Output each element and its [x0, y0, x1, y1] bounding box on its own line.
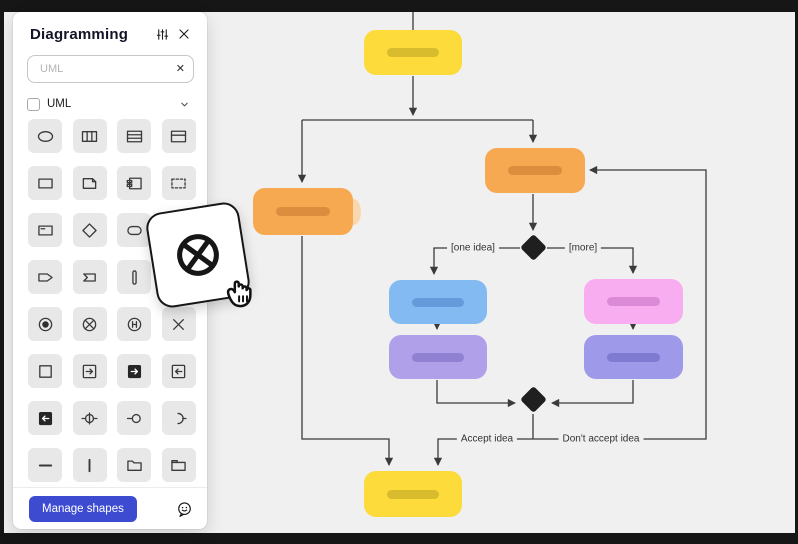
- node-text-bar: [606, 297, 661, 306]
- flow-final-icon: [177, 234, 219, 276]
- edge-label-one-idea[interactable]: [one idea]: [447, 241, 499, 255]
- shape-horizontal-partition-icon[interactable]: [117, 119, 151, 153]
- shape-vertical-partition-icon[interactable]: [72, 119, 107, 153]
- shape-final-node-icon[interactable]: [28, 307, 62, 341]
- shape-ellipse-icon[interactable]: [28, 119, 62, 153]
- node-text-bar: [276, 207, 330, 216]
- category-row: UML: [27, 96, 195, 112]
- shape-interface-ball-icon[interactable]: [117, 401, 151, 435]
- shape-component-icon[interactable]: [117, 166, 151, 200]
- shape-object-icon[interactable]: [28, 213, 62, 247]
- shape-close-x-icon[interactable]: [161, 307, 196, 341]
- shape-horizontal-line-icon[interactable]: [28, 448, 62, 482]
- shape-send-signal-icon[interactable]: [28, 260, 62, 294]
- panel-title: Diagramming: [30, 25, 129, 43]
- shape-receive-signal-icon[interactable]: [72, 260, 107, 294]
- shape-arrow-right-icon[interactable]: [72, 354, 107, 388]
- shape-titled-frame-icon[interactable]: [161, 119, 196, 153]
- edge-label-more[interactable]: [more]: [564, 241, 602, 255]
- node-text-bar: [386, 48, 440, 57]
- node-text-bar: [386, 489, 440, 499]
- close-icon[interactable]: [173, 23, 195, 45]
- shape-flow-final-icon[interactable]: [72, 307, 107, 341]
- search-input[interactable]: [27, 55, 194, 83]
- shape-interface-line-icon[interactable]: [72, 401, 107, 435]
- shape-diamond-icon[interactable]: [72, 213, 107, 247]
- shape-arrow-left-icon[interactable]: [161, 354, 196, 388]
- uml-checkbox[interactable]: [27, 97, 40, 111]
- node-text-bar: [508, 166, 562, 175]
- shape-folder-icon[interactable]: [117, 448, 151, 482]
- grab-cursor-icon: [226, 280, 252, 308]
- node-action-pink[interactable]: [584, 279, 683, 324]
- node-start-action[interactable]: [364, 30, 462, 75]
- shape-square-icon[interactable]: [28, 354, 62, 388]
- panel-divider: [13, 487, 207, 488]
- feedback-smiley-icon[interactable]: [173, 498, 195, 520]
- shape-interface-socket-icon[interactable]: [161, 401, 196, 435]
- panel-footer: Manage shapes: [29, 496, 195, 522]
- node-end-action[interactable]: [364, 471, 462, 517]
- shape-note-icon[interactable]: [72, 166, 107, 200]
- node-action-right-orange[interactable]: [485, 148, 585, 193]
- shape-arrow-left-filled-icon[interactable]: [28, 401, 62, 435]
- shape-rounded-rectangle-icon[interactable]: [117, 213, 151, 247]
- node-text-bar: [411, 297, 465, 307]
- edge-label-dont-accept[interactable]: Don't accept idea: [558, 432, 644, 446]
- panel-header: Diagramming: [30, 22, 195, 46]
- diagramming-panel: Diagramming ✕ UML Manage shapes: [13, 12, 207, 529]
- edge-label-accept[interactable]: Accept idea: [456, 432, 518, 446]
- shape-dashed-rectangle-icon[interactable]: [161, 166, 196, 200]
- node-action-purple-left[interactable]: [389, 335, 487, 379]
- node-action-blue[interactable]: [389, 280, 487, 324]
- shape-folder-tab-icon[interactable]: [161, 448, 196, 482]
- category-label: UML: [47, 98, 72, 110]
- clear-search-icon[interactable]: ✕: [175, 63, 185, 75]
- node-text-bar: [411, 352, 465, 362]
- shape-rectangle-icon[interactable]: [28, 166, 62, 200]
- shape-arrow-right-filled-icon[interactable]: [117, 354, 151, 388]
- shape-vertical-line-icon[interactable]: [72, 448, 107, 482]
- search-box: ✕: [27, 55, 194, 83]
- dragged-shape-tile[interactable]: [144, 200, 252, 310]
- sliders-icon[interactable]: [151, 23, 173, 45]
- node-text-bar: [606, 352, 661, 362]
- node-action-purple-right[interactable]: [584, 335, 683, 379]
- node-action-left-orange[interactable]: [253, 188, 353, 235]
- shape-action-bar-icon[interactable]: [117, 260, 151, 294]
- shape-history-node-icon[interactable]: [117, 307, 151, 341]
- chevron-down-icon[interactable]: [173, 93, 195, 115]
- manage-shapes-button[interactable]: Manage shapes: [29, 496, 137, 522]
